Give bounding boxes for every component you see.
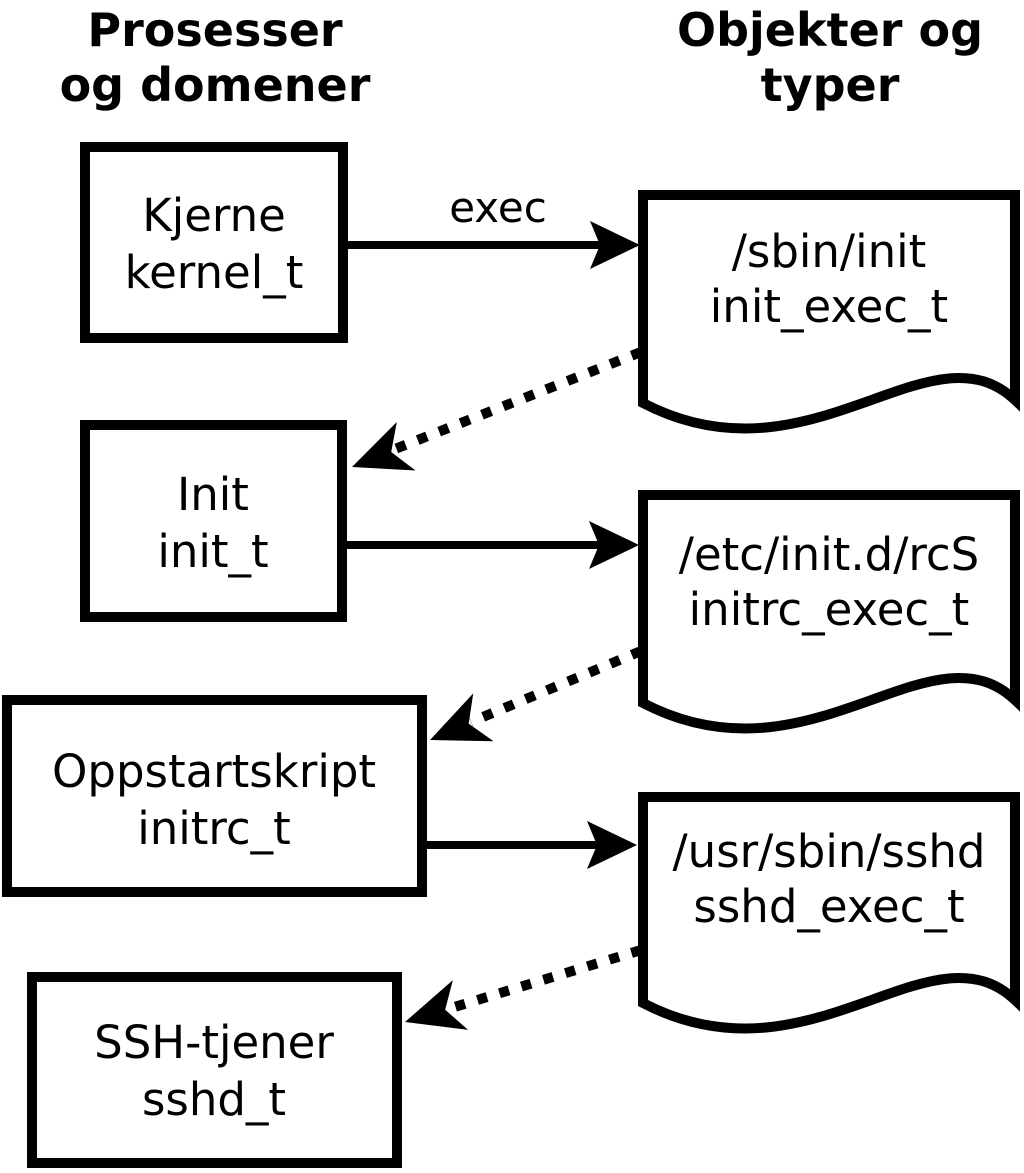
object-doc-sbin-init-shape bbox=[638, 190, 1020, 434]
column-heading-processes: Prosesser og domener bbox=[60, 3, 371, 112]
object-doc-usr-sbin-sshd-shape bbox=[638, 792, 1020, 1034]
process-box-sshd-rect bbox=[27, 972, 402, 1168]
right-arrowhead-icon bbox=[589, 521, 639, 569]
exec-arrow-initrc-to-sshd bbox=[427, 821, 637, 869]
process-sshd-name: SSH-tjener bbox=[94, 1016, 334, 1069]
object-usr-sbin-sshd-type: sshd_exec_t bbox=[693, 880, 964, 933]
heading-objects-line2: typer bbox=[761, 58, 900, 112]
object-usr-sbin-sshd-path: /usr/sbin/sshd bbox=[673, 825, 986, 878]
transition-arrow-rcs-to-initrc bbox=[430, 646, 643, 742]
object-sbin-init-path: /sbin/init bbox=[732, 225, 927, 278]
process-box-init-rect bbox=[80, 420, 347, 622]
process-sshd-type: sshd_t bbox=[142, 1073, 286, 1126]
heading-processes-line1: Prosesser bbox=[87, 3, 343, 57]
object-etc-initd-rcs-path: /etc/init.d/rcS bbox=[679, 528, 979, 581]
transition-arrow-sshd-to-sshd-t bbox=[405, 945, 643, 1030]
exec-arrow-label: exec bbox=[449, 183, 547, 232]
down-left-arrowhead-icon bbox=[430, 693, 494, 742]
object-doc-usr-sbin-sshd: /usr/sbin/sshd sshd_exec_t bbox=[638, 792, 1020, 1034]
process-box-initrc-rect bbox=[2, 695, 427, 897]
process-box-kernel-rect bbox=[80, 142, 348, 343]
transition-arrow-line bbox=[446, 945, 643, 1014]
object-doc-sbin-init: /sbin/init init_exec_t bbox=[638, 190, 1020, 434]
process-box-initrc: Oppstartskript initrc_t bbox=[2, 695, 427, 897]
process-initrc-name: Oppstartskript bbox=[52, 745, 376, 798]
process-kernel-type: kernel_t bbox=[125, 246, 304, 299]
object-sbin-init-type: init_exec_t bbox=[710, 280, 948, 333]
down-left-arrowhead-icon bbox=[352, 421, 416, 471]
heading-objects-line1: Objekter og bbox=[677, 3, 983, 57]
right-arrowhead-icon bbox=[590, 221, 640, 269]
object-etc-initd-rcs-type: initrc_exec_t bbox=[689, 583, 970, 636]
process-initrc-type: initrc_t bbox=[137, 802, 291, 855]
down-left-arrowhead-icon bbox=[405, 980, 469, 1030]
transition-arrow-line bbox=[469, 646, 643, 727]
right-arrowhead-icon bbox=[587, 821, 637, 869]
process-kernel-name: Kjerne bbox=[142, 189, 286, 242]
object-doc-etc-initd-rcs: /etc/init.d/rcS initrc_exec_t bbox=[638, 490, 1020, 734]
process-box-sshd: SSH-tjener sshd_t bbox=[27, 972, 402, 1168]
transition-arrow-sbin-init-to-init bbox=[352, 347, 643, 471]
heading-processes-line2: og domener bbox=[60, 58, 371, 112]
process-box-kernel: Kjerne kernel_t bbox=[80, 142, 348, 343]
process-box-init: Init init_t bbox=[80, 420, 347, 622]
transition-arrow-line bbox=[393, 347, 643, 454]
column-heading-objects: Objekter og typer bbox=[677, 3, 983, 112]
exec-arrow-init-to-rcs bbox=[347, 521, 639, 569]
object-doc-etc-initd-rcs-shape bbox=[638, 490, 1020, 734]
process-init-type: init_t bbox=[157, 525, 268, 578]
process-init-name: Init bbox=[177, 468, 249, 521]
exec-arrow-kernel-to-sbin-init: exec bbox=[348, 183, 640, 269]
